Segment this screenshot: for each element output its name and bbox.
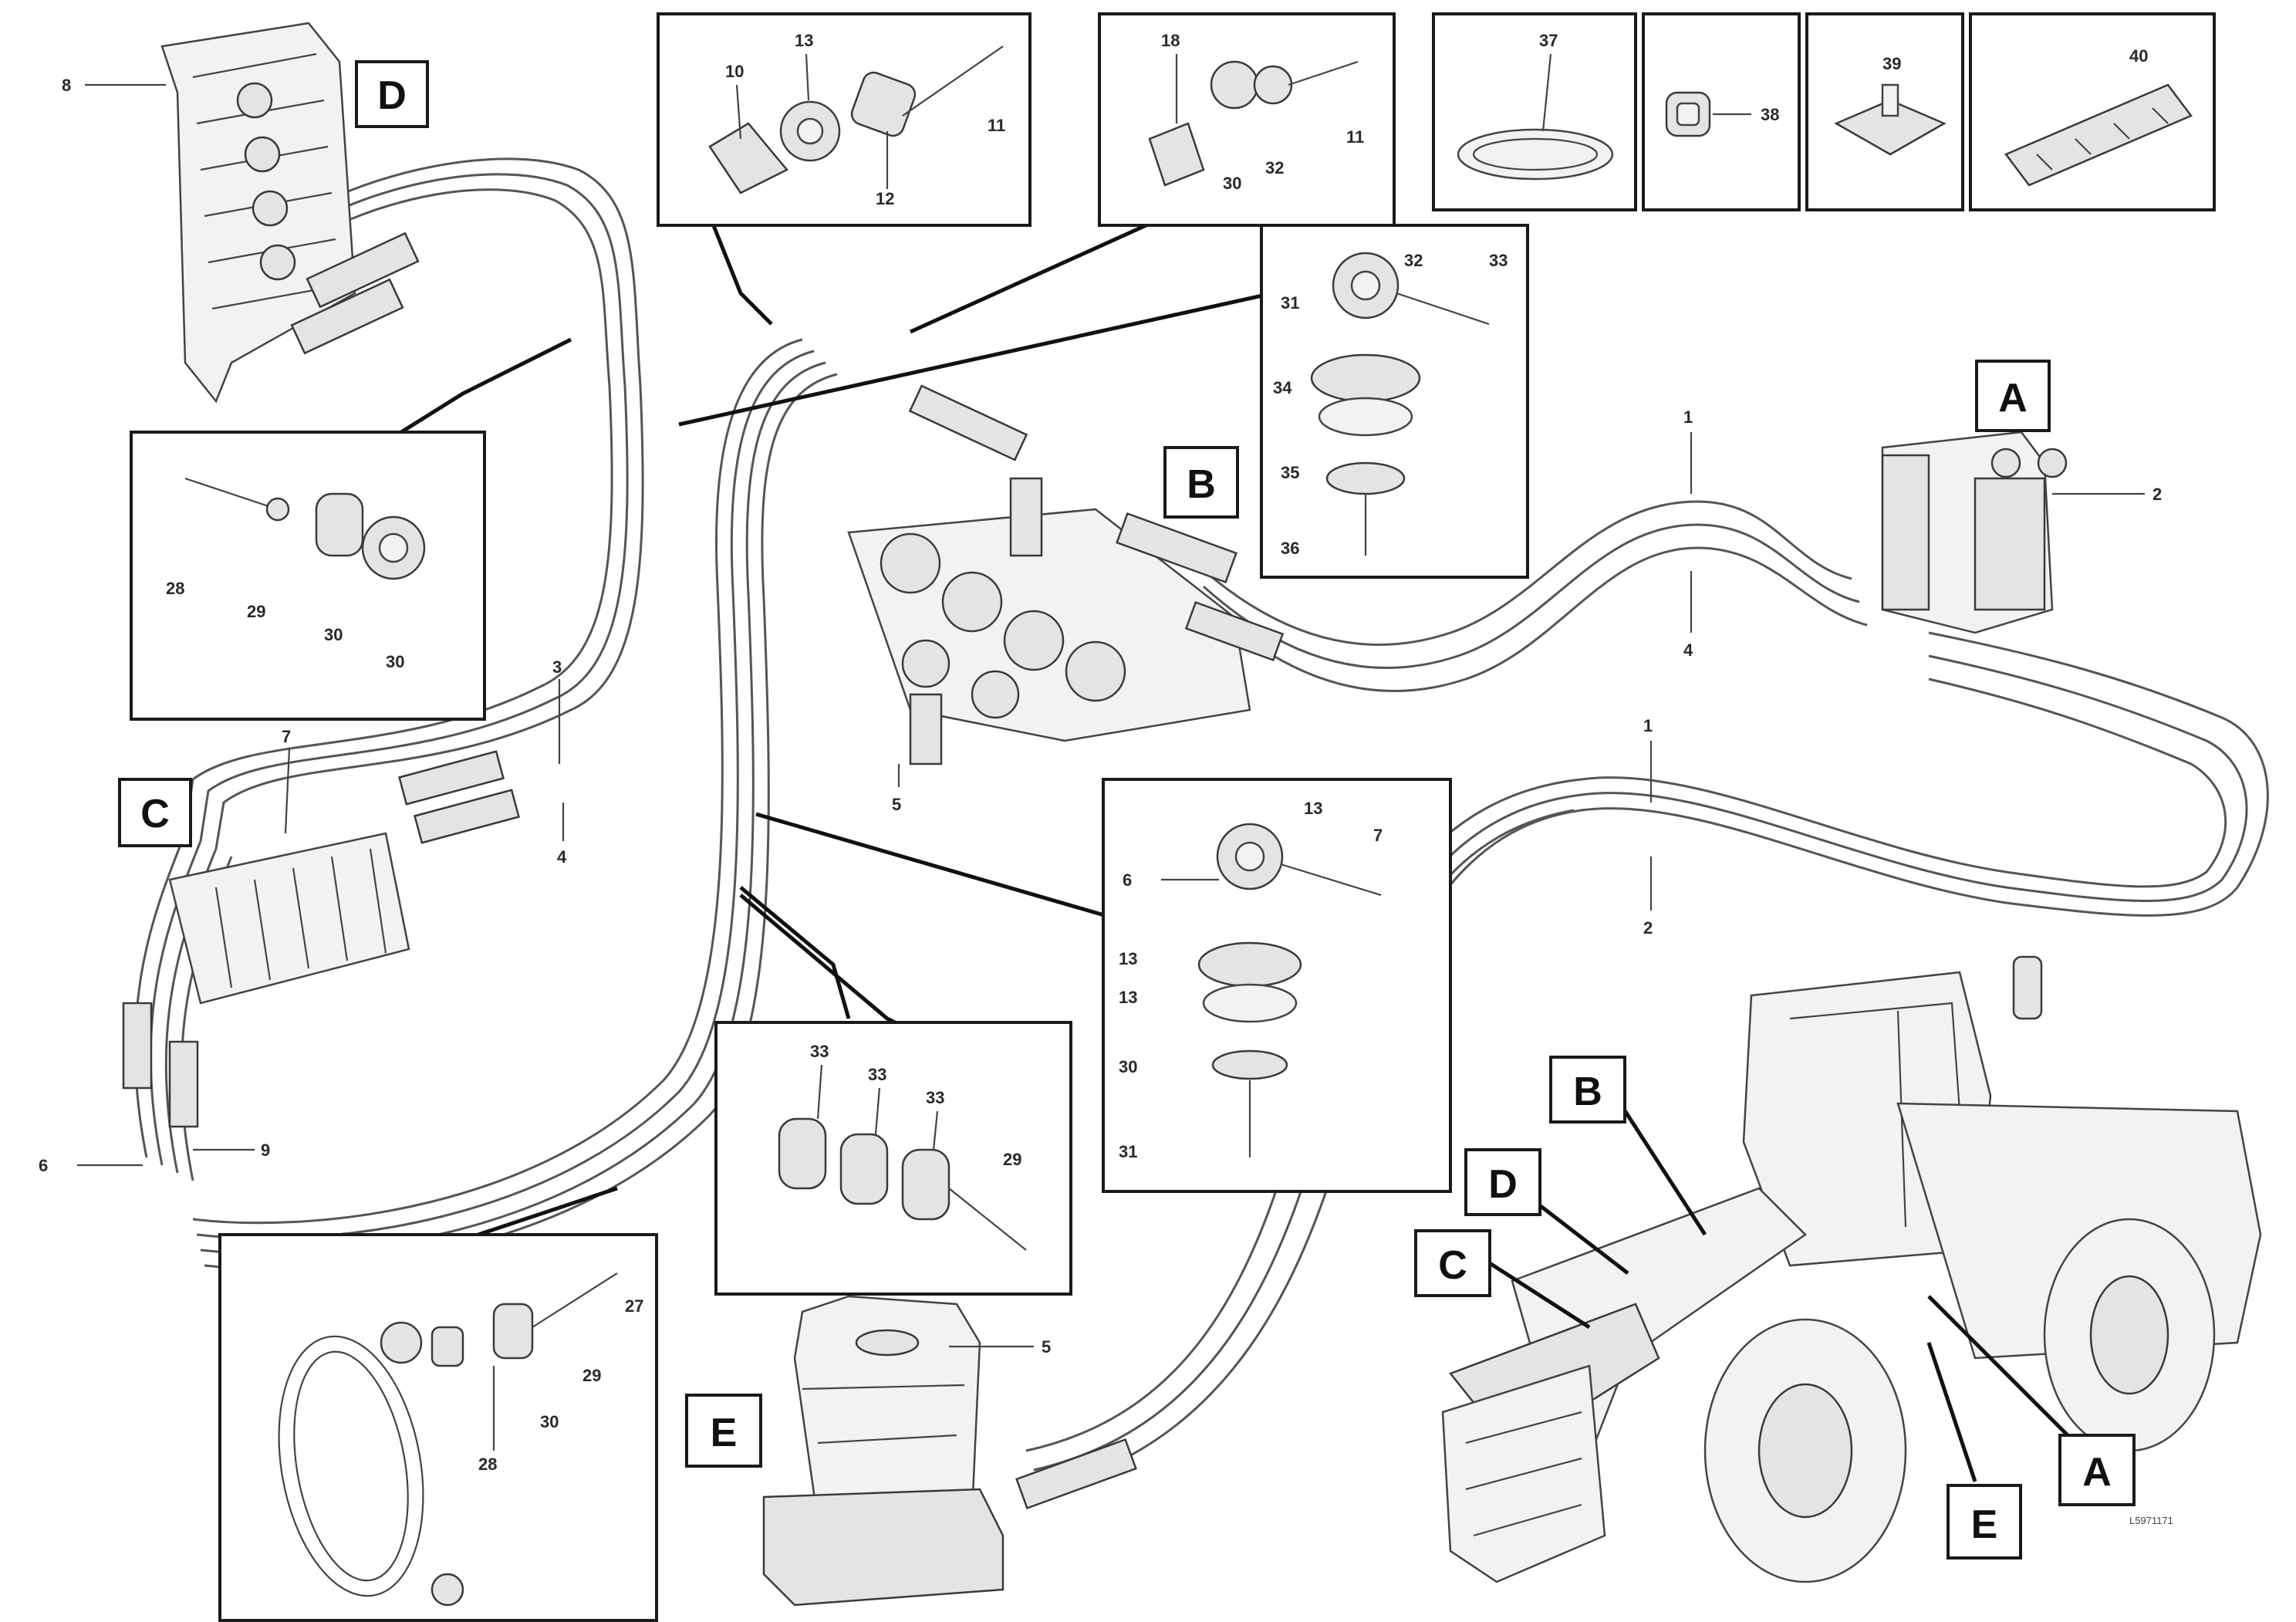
part-number-38: 38 bbox=[1761, 105, 1779, 124]
part-number-30-bl: 30 bbox=[540, 1412, 559, 1431]
part-number-1: 1 bbox=[1683, 407, 1693, 427]
loader-label-a: A bbox=[2082, 1450, 2112, 1495]
part-number-10-a: 10 bbox=[725, 62, 744, 81]
part-number-32-top: 32 bbox=[1265, 158, 1284, 177]
part-number-9: 9 bbox=[261, 1140, 270, 1160]
detail-box-lower-center: 33 33 33 29 bbox=[714, 886, 1072, 1296]
loader-label-b: B bbox=[1573, 1070, 1602, 1114]
part-number-27-bl: 27 bbox=[625, 1296, 643, 1316]
part-number-30-top: 30 bbox=[1223, 174, 1241, 193]
part-number-33: 33 bbox=[1489, 251, 1508, 270]
part-number-11-a: 11 bbox=[988, 116, 1005, 135]
loader-label-c: C bbox=[1438, 1243, 1467, 1288]
part-number-30-left-b: 30 bbox=[386, 652, 404, 671]
part-number-4: 4 bbox=[557, 847, 567, 867]
part-number-2: 2 bbox=[2152, 485, 2162, 504]
part-number-13-b: 13 bbox=[1119, 949, 1137, 968]
hose-bundle-right-upper bbox=[1194, 500, 1868, 692]
part-number-31-mid: 31 bbox=[1119, 1142, 1137, 1161]
detail-box-top-1: 10 13 11 12 bbox=[657, 12, 1032, 326]
section-label-e: E bbox=[711, 1411, 738, 1455]
part-number-29-bl: 29 bbox=[582, 1366, 601, 1385]
part-number-30-mid: 30 bbox=[1119, 1057, 1137, 1076]
loader-labels: B D C A E bbox=[1414, 1056, 2136, 1559]
part-number-1-b: 1 bbox=[1643, 716, 1653, 735]
label-c-left: C bbox=[118, 778, 192, 847]
loader-label-d: D bbox=[1488, 1162, 1518, 1207]
drawing-reference: L5971171 bbox=[2129, 1515, 2173, 1526]
label-b-center: B bbox=[1163, 446, 1239, 519]
detail-box-top-2: 18 11 30 32 bbox=[909, 12, 1396, 334]
part-number-6: 6 bbox=[39, 1156, 48, 1175]
part-number-5-b: 5 bbox=[892, 795, 901, 814]
detail-box-right-middle: 6 13 7 13 13 30 31 bbox=[755, 778, 1452, 1193]
detail-box-bottom-left: 28 30 29 27 bbox=[218, 1186, 658, 1622]
part-number-40: 40 bbox=[2129, 46, 2148, 66]
wheel-loader-illustration: L5971171 bbox=[1441, 955, 2262, 1583]
part-number-13-c: 13 bbox=[1119, 988, 1137, 1007]
section-label-b: B bbox=[1187, 462, 1216, 507]
tank-assembly-e: 5 bbox=[762, 1295, 1137, 1607]
part-number-33-lower: 33 bbox=[810, 1042, 829, 1061]
part-number-36: 36 bbox=[1281, 539, 1299, 558]
part-number-16: 6 bbox=[1123, 870, 1132, 890]
section-label-d: D bbox=[377, 73, 407, 118]
part-number-18: 18 bbox=[1161, 31, 1180, 50]
detail-row-top-right: 37 38 39 40 bbox=[1432, 12, 2216, 211]
part-number-35: 35 bbox=[1281, 463, 1299, 482]
part-number-8: 8 bbox=[62, 76, 71, 95]
part-number-32: 32 bbox=[1404, 251, 1423, 270]
part-number-13: 13 bbox=[795, 31, 813, 50]
part-number-4-a: 4 bbox=[1683, 640, 1693, 660]
section-label-a: A bbox=[1998, 376, 2028, 421]
part-number-13-mid: 13 bbox=[1304, 799, 1322, 818]
part-number-17: 7 bbox=[1373, 826, 1383, 845]
part-number-33-lower-c: 33 bbox=[926, 1088, 944, 1107]
valve-assembly-c: 7 3 4 6 9 bbox=[39, 657, 567, 1175]
part-number-37: 37 bbox=[1539, 31, 1558, 50]
part-number-31: 31 bbox=[1281, 293, 1299, 313]
label-d-top: D bbox=[355, 60, 429, 128]
part-number-12: 12 bbox=[876, 189, 894, 208]
part-number-30-left: 30 bbox=[324, 625, 343, 644]
part-number-5-e: 5 bbox=[1042, 1337, 1051, 1357]
part-number-33-lower-b: 33 bbox=[868, 1065, 886, 1084]
loader-leaders bbox=[1480, 1102, 2069, 1482]
part-number-39: 39 bbox=[1882, 54, 1901, 73]
valve-assembly-a: 2 1 4 1 2 bbox=[1643, 407, 2162, 938]
part-number-7: 7 bbox=[282, 727, 291, 746]
section-label-c: C bbox=[140, 792, 170, 836]
part-number-28-bl: 28 bbox=[478, 1455, 497, 1474]
detail-box-right-center: 31 32 33 34 35 36 bbox=[678, 224, 1529, 579]
label-a-right: A bbox=[1975, 360, 2051, 432]
detail-box-left: 28 29 30 30 bbox=[130, 337, 572, 721]
part-number-34: 34 bbox=[1273, 378, 1292, 397]
loader-label-e: E bbox=[1971, 1502, 1998, 1547]
valve-assembly-b: 5 bbox=[847, 384, 1285, 814]
part-number-28-left: 28 bbox=[166, 579, 184, 598]
label-e-tank: E bbox=[685, 1394, 762, 1468]
part-number-11-b: 11 bbox=[1346, 127, 1364, 147]
part-number-29-left: 29 bbox=[247, 602, 265, 621]
part-number-29-lower: 29 bbox=[1003, 1150, 1021, 1169]
part-number-3: 3 bbox=[552, 657, 562, 677]
valve-assembly-d: 8 bbox=[62, 22, 420, 404]
part-number-2-b: 2 bbox=[1643, 918, 1653, 938]
